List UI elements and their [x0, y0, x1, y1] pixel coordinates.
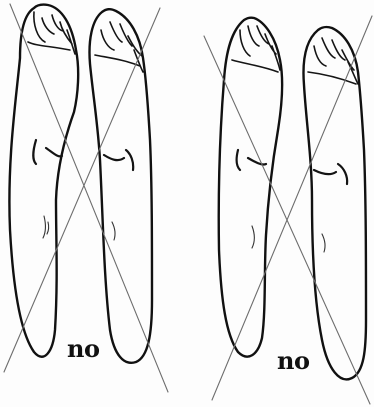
left-panel-right-foot-arch	[112, 222, 115, 240]
right-panel-left-foot-mark	[237, 150, 266, 170]
right-panel-right-foot-arch	[322, 234, 325, 252]
left-panel-left-foot-mark	[33, 140, 62, 164]
left-panel-right-foot-mark	[104, 150, 133, 170]
right-panel-right-foot-mark	[314, 164, 347, 184]
left-panel-cross-line-2	[4, 8, 160, 372]
left-panel-left-foot-toes	[28, 12, 75, 54]
right-panel-label: no	[277, 349, 309, 373]
left-panel-label: no	[67, 337, 99, 361]
left-panel-right-foot-outline	[90, 9, 153, 363]
right-panel-cross-line-2	[212, 16, 372, 400]
left-panel-left-foot-arch	[43, 216, 49, 238]
right-panel-left-foot-arch	[252, 226, 254, 248]
right-panel-left-foot-toes	[232, 26, 280, 72]
left-panel-left-foot-outline	[9, 5, 78, 357]
